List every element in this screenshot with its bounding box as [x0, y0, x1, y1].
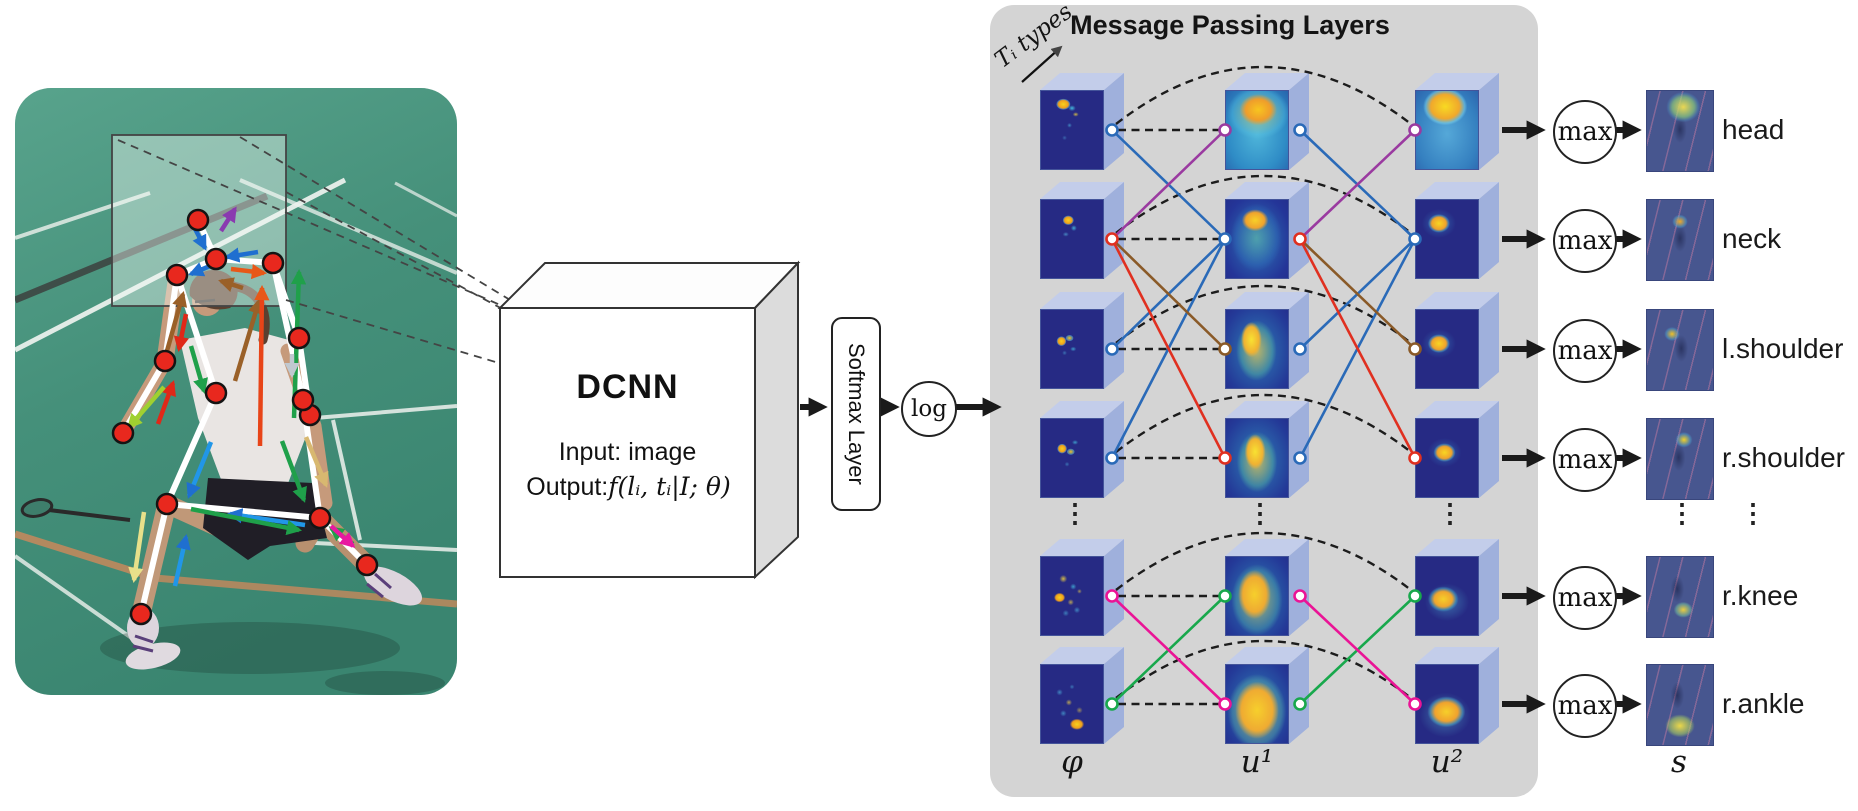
dcnn-box [497, 260, 801, 580]
row-label-rknee: r.knee [1722, 580, 1799, 611]
max-label: max [1557, 226, 1613, 256]
u2-cube-rknee [1415, 539, 1499, 636]
log-node: log [901, 381, 957, 437]
max-node-rshoulder: max [1553, 428, 1617, 492]
softmax-label: Softmax Layer [844, 343, 869, 485]
ellipsis-labels: ⋮ [1740, 498, 1766, 528]
max-label: max [1557, 445, 1613, 475]
max-node-head: max [1553, 100, 1617, 164]
row-label-neck: neck [1722, 223, 1782, 254]
score-map-rankle [1646, 664, 1714, 746]
dcnn-output-line: Output:f(lᵢ, tᵢ|I; θ) [486, 472, 771, 502]
ellipsis-u2: ⋮ [1437, 498, 1463, 528]
u1-cube-rknee [1225, 539, 1309, 636]
max-label: max [1557, 117, 1613, 147]
phi-cube-rankle [1040, 647, 1124, 744]
column-label-u2: u² [1430, 744, 1464, 780]
dcnn-title: DCNN [576, 368, 679, 406]
column-label-phi: φ [1061, 744, 1083, 780]
phi-cube-neck [1040, 182, 1124, 279]
column-label-s: s [1671, 744, 1687, 780]
row-label-head: head [1722, 114, 1785, 145]
phi-cube-lshoulder [1040, 292, 1124, 389]
u2-cube-rankle [1415, 647, 1499, 744]
dcnn-input-line: Input: image [558, 438, 697, 466]
ellipsis-scores: ⋮ [1669, 498, 1695, 528]
phi-cube-rshoulder [1040, 401, 1124, 498]
dcnn-output-prefix: Output: [526, 473, 609, 501]
phi-cube-head [1040, 73, 1124, 170]
u1-cube-rankle [1225, 647, 1309, 744]
max-label: max [1557, 583, 1613, 613]
max-node-rknee: max [1553, 566, 1617, 630]
u1-cube-rshoulder [1225, 401, 1309, 498]
phi-cube-rknee [1040, 539, 1124, 636]
row-label-lshoulder: l.shoulder [1722, 333, 1844, 364]
max-label: max [1557, 336, 1613, 366]
player-shadow [100, 622, 445, 695]
score-map-rknee [1646, 556, 1714, 638]
pose-photo-svg [15, 88, 457, 695]
score-map-rshoulder [1646, 418, 1714, 500]
softmax-layer-box: Softmax Layer [831, 317, 881, 511]
max-node-lshoulder: max [1553, 319, 1617, 383]
u1-cube-head [1225, 73, 1309, 170]
max-node-neck: max [1553, 209, 1617, 273]
row-label-rshoulder: r.shoulder [1722, 442, 1845, 473]
ellipsis-phi: ⋮ [1062, 498, 1088, 528]
score-map-lshoulder [1646, 309, 1714, 391]
max-label: max [1557, 691, 1613, 721]
u1-cube-lshoulder [1225, 292, 1309, 389]
max-node-rankle: max [1553, 674, 1617, 738]
input-photo [15, 88, 457, 695]
row-label-rankle: r.ankle [1722, 688, 1805, 719]
u2-cube-lshoulder [1415, 292, 1499, 389]
u2-cube-head [1415, 73, 1499, 170]
ellipsis-u1: ⋮ [1247, 498, 1273, 528]
score-map-neck [1646, 199, 1714, 281]
u2-cube-rshoulder [1415, 401, 1499, 498]
column-label-u1: u¹ [1240, 744, 1274, 780]
u2-cube-neck [1415, 182, 1499, 279]
score-map-head [1646, 90, 1714, 172]
dcnn-output-formula: f(lᵢ, tᵢ|I; θ) [608, 472, 731, 501]
u1-cube-neck [1225, 182, 1309, 279]
panel-title: Message Passing Layers [1070, 10, 1390, 40]
log-label: log [911, 396, 947, 422]
